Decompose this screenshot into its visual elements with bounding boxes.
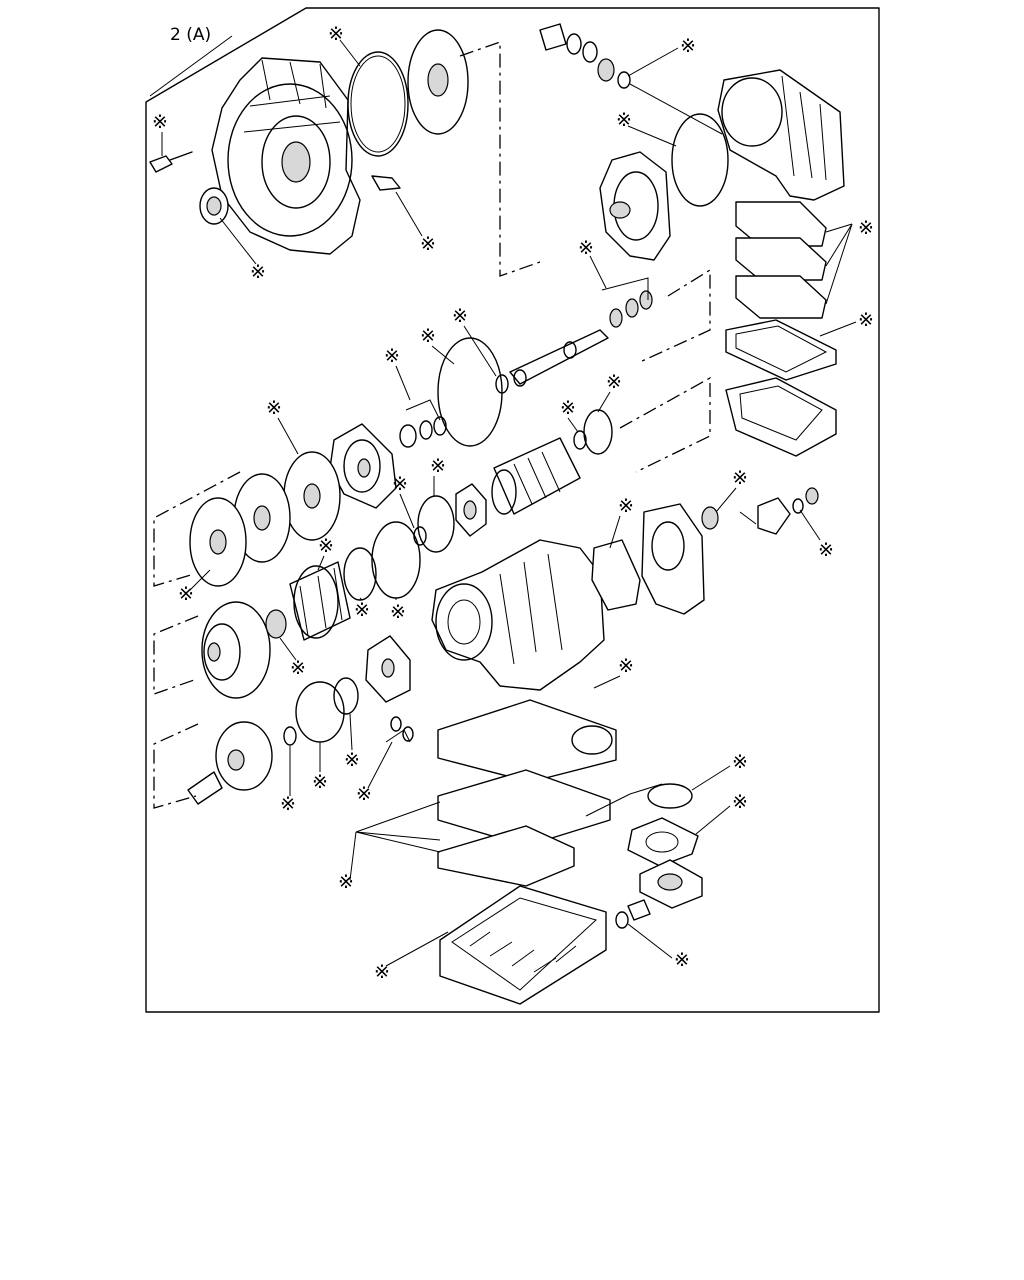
strainer-small-ring bbox=[573, 430, 587, 450]
output-shaft-gear bbox=[187, 721, 273, 805]
housing-oil-seal bbox=[199, 187, 229, 225]
callout-marker: ※ bbox=[420, 233, 436, 255]
rear-seal bbox=[701, 506, 719, 530]
lower-oil-pan bbox=[439, 885, 607, 1005]
callout-marker: ※ bbox=[266, 397, 282, 419]
clutch-disc-2 bbox=[233, 473, 291, 563]
group-label: 2 (A) bbox=[170, 25, 211, 45]
clutch-basket bbox=[289, 561, 351, 641]
filter-gasket bbox=[627, 817, 699, 867]
callout-marker: ※ bbox=[560, 397, 576, 419]
callout-marker: ※ bbox=[374, 961, 390, 983]
clutch-hub bbox=[455, 483, 487, 537]
drain-plug bbox=[615, 899, 651, 929]
speed-sensor bbox=[757, 487, 819, 535]
callout-marker: ※ bbox=[618, 495, 634, 517]
housing-bolt bbox=[149, 151, 193, 173]
sun-gear bbox=[365, 635, 411, 703]
callout-marker: ※ bbox=[680, 35, 696, 57]
clutch-disc-1 bbox=[283, 451, 341, 541]
callout-marker: ※ bbox=[606, 371, 622, 393]
transmission-case bbox=[431, 539, 605, 691]
rear-case bbox=[641, 503, 705, 615]
clutch-o-ring-large bbox=[437, 337, 503, 447]
housing-o-ring bbox=[347, 51, 409, 157]
callout-marker: ※ bbox=[858, 309, 874, 331]
callouts: ※ ※ ※ ※ ※ ※ ※ ※ ※ ※ ※ ※ ※ ※ ※ ※ ※ ※ ※ bbox=[152, 23, 874, 983]
planetary-gear bbox=[201, 601, 271, 699]
piston-ring-1 bbox=[417, 495, 455, 553]
callout-marker: ※ bbox=[152, 111, 168, 133]
shaft-bearings bbox=[609, 290, 653, 328]
clutch-o-ring-small bbox=[495, 374, 509, 394]
oil-pump bbox=[599, 151, 671, 261]
callout-marker: ※ bbox=[178, 583, 194, 605]
converter-housing bbox=[211, 57, 361, 255]
valve-gasket-stack bbox=[735, 201, 827, 319]
drum-o-ring-small bbox=[343, 547, 377, 601]
callout-marker: ※ bbox=[384, 345, 400, 367]
pump-o-ring bbox=[671, 113, 729, 207]
callout-marker: ※ bbox=[732, 751, 748, 773]
callout-marker: ※ bbox=[356, 783, 372, 805]
callout-marker: ※ bbox=[858, 217, 874, 239]
housing-o-ring-inner bbox=[350, 55, 406, 153]
callout-marker: ※ bbox=[452, 305, 468, 327]
callout-marker: ※ bbox=[430, 455, 446, 477]
upper-oil-pan bbox=[725, 377, 837, 457]
callout-marker: ※ bbox=[732, 791, 748, 813]
callout-marker: ※ bbox=[312, 771, 328, 793]
extension-housing bbox=[717, 69, 845, 201]
callout-marker: ※ bbox=[328, 23, 344, 45]
callout-marker: ※ bbox=[344, 749, 360, 771]
clutch-drum bbox=[329, 423, 397, 509]
seal-ring-set bbox=[399, 416, 447, 448]
callout-marker: ※ bbox=[616, 109, 632, 131]
separator-plate bbox=[437, 699, 617, 783]
callout-marker: ※ bbox=[280, 793, 296, 815]
group-label-leader bbox=[149, 35, 233, 97]
callout-marker: ※ bbox=[250, 261, 266, 283]
clutch-disc-3 bbox=[189, 497, 247, 587]
lower-valve-plate bbox=[437, 825, 575, 887]
rear-case-gasket bbox=[591, 539, 641, 611]
callout-marker: ※ bbox=[354, 599, 370, 621]
valve-o-rings bbox=[385, 716, 414, 743]
filter-cover bbox=[639, 859, 703, 909]
callout-marker: ※ bbox=[420, 325, 436, 347]
oil-strainer bbox=[491, 437, 581, 515]
carrier-snap-ring bbox=[333, 677, 359, 715]
drum-o-ring-large bbox=[371, 521, 421, 599]
upper-pan-gasket bbox=[725, 319, 837, 381]
valve-body-gasket bbox=[437, 769, 611, 847]
strainer-o-ring bbox=[583, 409, 613, 455]
callout-marker: ※ bbox=[392, 473, 408, 495]
filter-o-ring bbox=[647, 783, 693, 809]
input-shaft bbox=[509, 329, 609, 387]
housing-side-bolt bbox=[371, 175, 401, 191]
callout-marker: ※ bbox=[732, 467, 748, 489]
callout-marker: ※ bbox=[290, 657, 306, 679]
callout-marker: ※ bbox=[318, 535, 334, 557]
callout-marker: ※ bbox=[674, 949, 690, 971]
callout-marker: ※ bbox=[818, 539, 834, 561]
top-friction-plate bbox=[407, 29, 469, 135]
callout-marker: ※ bbox=[578, 237, 594, 259]
bushing-set bbox=[539, 23, 631, 89]
carrier-ring-large bbox=[295, 681, 345, 743]
diagram-frame bbox=[145, 7, 880, 1013]
callout-marker: ※ bbox=[618, 655, 634, 677]
callout-marker: ※ bbox=[338, 871, 354, 893]
gear-bearing bbox=[265, 609, 287, 639]
callout-marker: ※ bbox=[390, 601, 406, 623]
carrier-small-ring bbox=[283, 726, 297, 746]
